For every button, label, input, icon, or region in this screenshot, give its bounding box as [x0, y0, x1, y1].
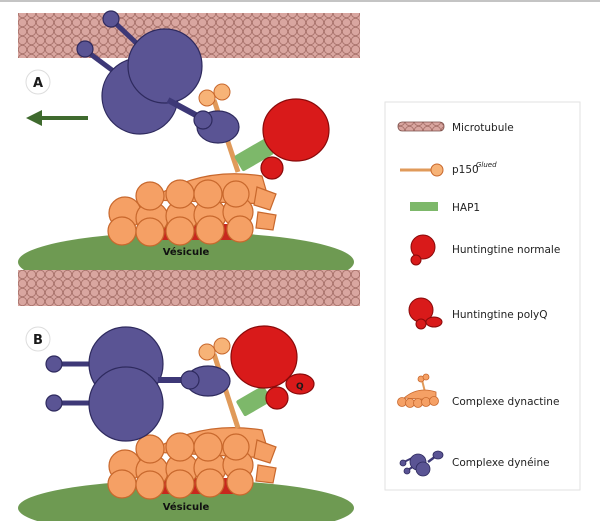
legend-label-p150: p150: [452, 164, 479, 176]
dynein-icon: [399, 450, 444, 477]
polyq-mark: Q: [296, 382, 304, 392]
dynactin-complex-b: [107, 427, 277, 500]
legend-item-htt-polyq: Huntingtine polyQ: [408, 297, 548, 330]
legend-label-dynein: Complexe dynéine: [452, 457, 550, 469]
legend-item-p150: p150 Glued: [400, 161, 497, 177]
panel-b: B Vésicule: [18, 270, 360, 521]
legend-item-hap1: HAP1: [410, 202, 480, 214]
legend-label-htt-polyq: Huntingtine polyQ: [452, 309, 548, 321]
huntingtin-polyq-icon: [408, 297, 443, 330]
legend-label-dynactin: Complexe dynactine: [452, 396, 559, 408]
legend: Microtubule p150 Glued HAP1 Huntingtine …: [384, 101, 581, 491]
legend-item-htt-normal: Huntingtine normale: [410, 234, 560, 266]
vesicle-b: [18, 480, 354, 521]
legend-item-dynactin: Complexe dynactine: [397, 373, 559, 408]
legend-label-hap1: HAP1: [452, 202, 480, 214]
hap1-b: [236, 385, 272, 417]
panel-b-label: B: [33, 333, 43, 348]
legend-label-p150-sup: Glued: [476, 161, 497, 169]
vesicle-a-label: Vésicule: [163, 246, 210, 258]
hap1-a: [234, 138, 274, 172]
dynactin-complex-a: [107, 173, 277, 247]
panel-b-badge: B: [25, 326, 51, 352]
microtubule-icon: [397, 121, 445, 132]
dynein-complex-a: [76, 10, 240, 144]
legend-item-dynein: Complexe dynéine: [399, 450, 550, 477]
huntingtin-normal-icon: [410, 234, 436, 266]
huntingtin-polyq-b: Q: [230, 325, 315, 410]
dynactin-icon: [397, 373, 439, 408]
microtubule-b: [18, 270, 360, 306]
legend-box: [384, 101, 581, 491]
panel-a: A Vésicule: [18, 10, 360, 292]
panel-a-label: A: [33, 76, 43, 91]
direction-arrow-icon: [26, 110, 88, 126]
hap1-icon: [410, 202, 438, 211]
huntingtin-normal-a: [260, 98, 330, 180]
vesicle-b-label: Vésicule: [163, 501, 210, 513]
legend-label-htt-normal: Huntingtine normale: [452, 244, 560, 256]
panel-a-badge: A: [25, 69, 51, 95]
legend-label-microtubule: Microtubule: [452, 122, 514, 134]
legend-item-microtubule: Microtubule: [397, 121, 514, 134]
dynein-complex-b: [45, 326, 231, 442]
p150-glued-b: [198, 337, 241, 429]
p150-icon: [400, 163, 444, 177]
